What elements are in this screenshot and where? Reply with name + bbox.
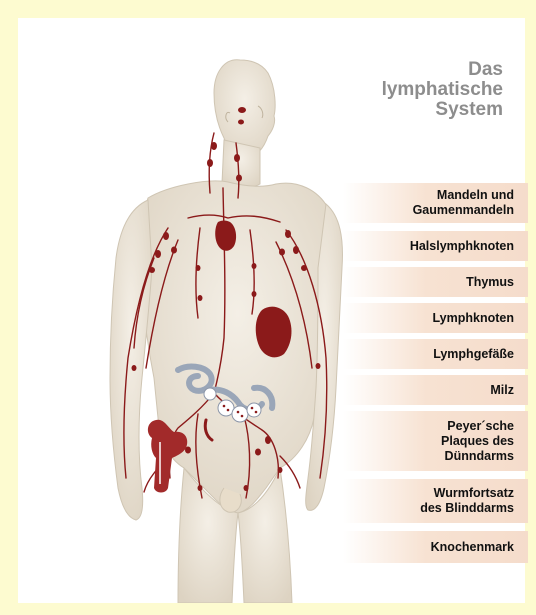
figure-frame: Das lymphatische System Mandeln und Gaum… <box>18 18 525 603</box>
human-body-illustration <box>18 18 348 603</box>
legend-item-knochenmark: Knochenmark <box>343 531 528 563</box>
legend-item-lymphknoten: Lymphknoten <box>343 303 528 333</box>
legend-item-lymphgefaesse: Lymphgefäße <box>343 339 528 369</box>
legend-item-peyersche-plaques: Peyer´sche Plaques des Dünndarms <box>343 411 528 471</box>
title-line-1: Das <box>303 60 503 80</box>
diagram-title: Das lymphatische System <box>303 60 503 120</box>
legend-item-wurmfortsatz: Wurmfortsatz des Blinddarms <box>343 479 528 523</box>
legend-item-milz: Milz <box>343 375 528 405</box>
legend-item-halslymphknoten: Halslymphknoten <box>343 231 528 261</box>
legend-item-thymus: Thymus <box>343 267 528 297</box>
legend-item-mandeln: Mandeln und Gaumenmandeln <box>343 183 528 223</box>
title-line-2: lymphatische <box>303 80 503 100</box>
body-silhouette <box>110 60 342 603</box>
title-line-3: System <box>303 100 503 120</box>
